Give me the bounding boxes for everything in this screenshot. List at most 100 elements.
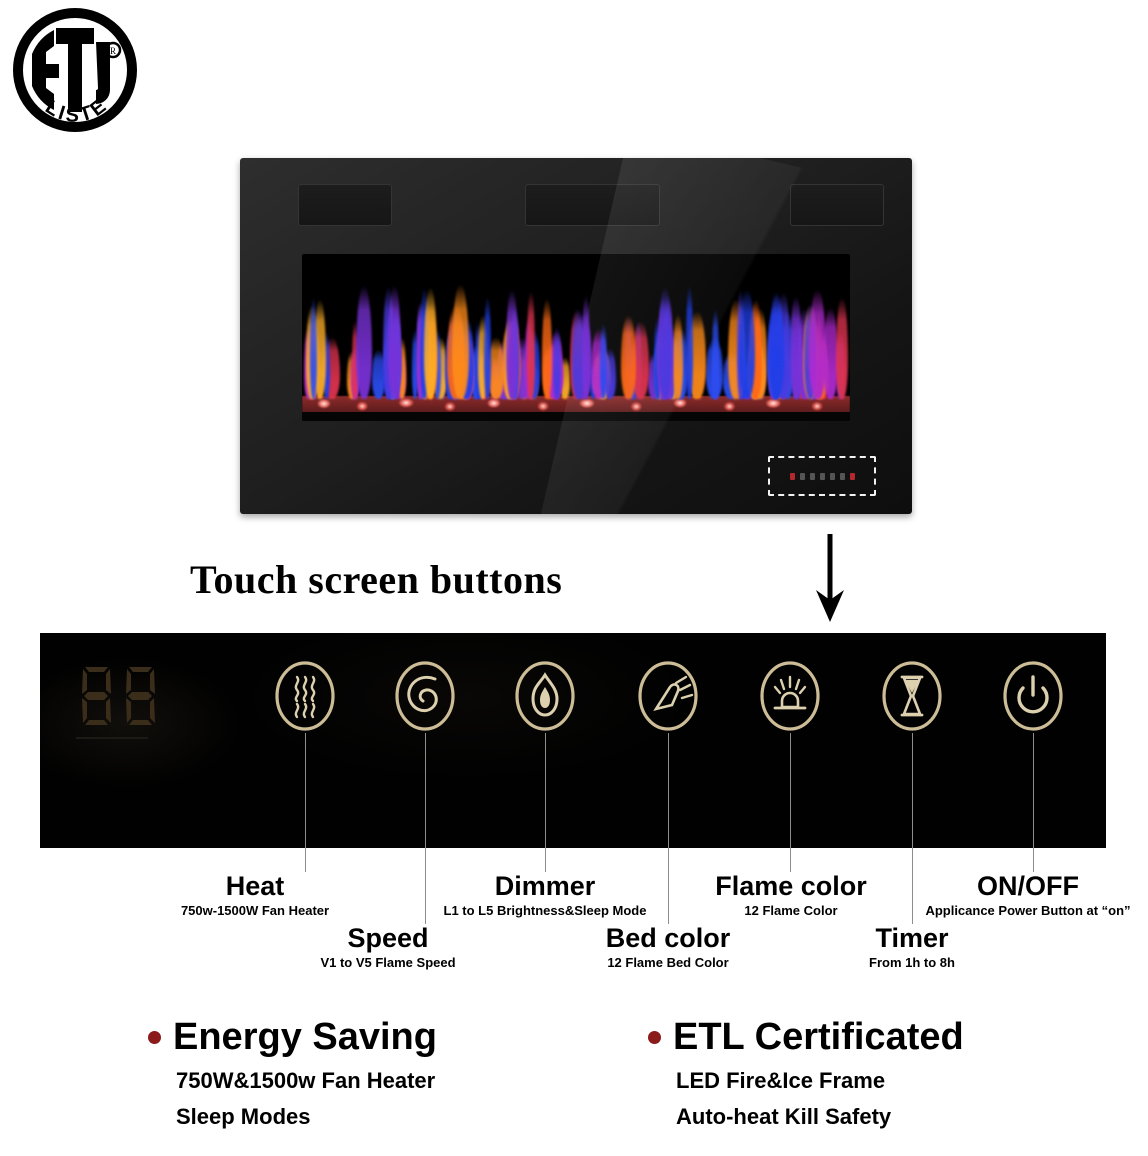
vent-center xyxy=(525,184,660,226)
flame xyxy=(835,296,848,399)
label-flame-color: Flame color 12 Flame Color xyxy=(672,872,910,918)
touch-control-strip-callout[interactable] xyxy=(768,456,876,496)
flame xyxy=(478,315,489,399)
label-heat: Heat 750w-1500W Fan Heater xyxy=(155,872,355,918)
leader-bed-color xyxy=(668,733,669,848)
label-bed-color-title: Bed color xyxy=(605,923,731,953)
flame xyxy=(553,326,561,399)
flame xyxy=(541,298,552,399)
leader-speed xyxy=(425,733,426,848)
heat-waves-icon xyxy=(275,661,335,731)
label-on-off-title: ON/OFF xyxy=(977,871,1079,901)
leader-speed-lower xyxy=(425,848,426,924)
ember-bed xyxy=(302,396,850,413)
dome-rays-icon xyxy=(760,661,820,731)
leader-timer xyxy=(912,733,913,848)
flame xyxy=(505,289,518,399)
bullet-icon xyxy=(148,1030,161,1044)
flame xyxy=(451,283,470,399)
flame xyxy=(769,290,785,399)
flame xyxy=(411,329,419,399)
feature-etl-certificated-heading: ETL Certificated xyxy=(673,1016,964,1058)
flame xyxy=(621,315,636,399)
feature-etl-certificated-line-2: Auto-heat Kill Safety xyxy=(676,1104,892,1129)
flame xyxy=(823,306,839,399)
flame xyxy=(434,327,442,399)
touch-indicator-dot xyxy=(829,472,835,480)
label-on-off: ON/OFF Applicance Power Button at “on” xyxy=(908,872,1148,918)
leader-bed-color-lower xyxy=(668,848,669,924)
flame xyxy=(488,336,504,399)
firebox-window xyxy=(302,254,850,421)
flame xyxy=(673,314,683,399)
flame xyxy=(790,295,802,399)
down-arrow-icon xyxy=(800,532,860,624)
label-speed-subtitle: V1 to V5 Flame Speed xyxy=(320,955,456,971)
flame xyxy=(632,320,650,399)
flame-icon xyxy=(515,661,575,731)
flame xyxy=(474,321,482,399)
flame xyxy=(310,297,318,399)
etl-listed-logo: R LISTED xyxy=(12,8,138,136)
lamp-rays-icon xyxy=(638,661,698,731)
leader-heat-lower xyxy=(305,848,306,872)
touch-control-panel xyxy=(40,633,1106,848)
leader-dimmer-lower xyxy=(545,848,546,872)
flame xyxy=(599,322,608,399)
flame xyxy=(355,284,373,399)
button-bed-color[interactable] xyxy=(636,657,700,735)
seven-segment-display xyxy=(78,661,166,729)
flame xyxy=(397,336,406,399)
feature-etl-certificated-line-1: LED Fire&Ice Frame xyxy=(676,1068,886,1093)
feature-energy-saving-line-1: 750W&1500w Fan Heater xyxy=(176,1068,436,1093)
button-on-off[interactable] xyxy=(1001,657,1065,735)
label-speed-title: Speed xyxy=(347,923,429,953)
flame xyxy=(388,285,402,399)
label-timer: Timer From 1h to 8h xyxy=(812,924,1012,970)
label-flame-color-subtitle: 12 Flame Color xyxy=(744,903,838,919)
leader-flame-color-lower xyxy=(790,848,791,872)
button-heat[interactable] xyxy=(273,657,337,735)
firebox-floor xyxy=(302,412,850,421)
flame xyxy=(484,296,491,399)
feature-etl-certificated-head: ETL Certificated xyxy=(648,1018,964,1056)
flame xyxy=(322,331,331,399)
label-timer-subtitle: From 1h to 8h xyxy=(869,955,955,971)
label-timer-title: Timer xyxy=(875,923,949,953)
power-icon xyxy=(1003,661,1063,731)
label-heat-subtitle: 750w-1500W Fan Heater xyxy=(180,903,330,919)
button-timer[interactable] xyxy=(880,657,944,735)
seg-digit-1 xyxy=(82,667,111,725)
flame xyxy=(571,308,585,399)
display-underline xyxy=(76,737,148,739)
leader-flame-color xyxy=(790,733,791,848)
leader-dimmer xyxy=(545,733,546,848)
flame xyxy=(711,307,720,399)
vent-left xyxy=(298,184,392,226)
label-flame-color-title: Flame color xyxy=(715,871,867,901)
feature-energy-saving-head: Energy Saving xyxy=(148,1018,437,1056)
flame xyxy=(527,290,535,399)
feature-energy-saving-heading: Energy Saving xyxy=(173,1016,437,1058)
spiral-icon xyxy=(395,661,455,731)
hourglass-icon xyxy=(882,661,942,731)
button-dimmer[interactable] xyxy=(513,657,577,735)
touch-indicator-dot xyxy=(809,472,815,480)
button-speed[interactable] xyxy=(393,657,457,735)
touch-indicator-dot xyxy=(839,472,845,480)
label-dimmer-title: Dimmer xyxy=(494,871,596,901)
label-bed-color-subtitle: 12 Flame Bed Color xyxy=(607,955,729,971)
leader-timer-lower xyxy=(912,848,913,924)
flame xyxy=(560,356,570,399)
flame xyxy=(686,285,693,399)
svg-text:R: R xyxy=(110,46,116,56)
feature-etl-certificated: ETL Certificated LED Fire&Ice Frame Auto… xyxy=(648,1018,964,1128)
flame xyxy=(582,295,591,399)
flame xyxy=(738,288,756,399)
fireplace-unit xyxy=(240,158,912,514)
flame xyxy=(423,286,438,399)
label-bed-color: Bed color 12 Flame Bed Color xyxy=(548,924,788,970)
button-flame-color[interactable] xyxy=(758,657,822,735)
touch-indicator-dot xyxy=(799,472,805,480)
